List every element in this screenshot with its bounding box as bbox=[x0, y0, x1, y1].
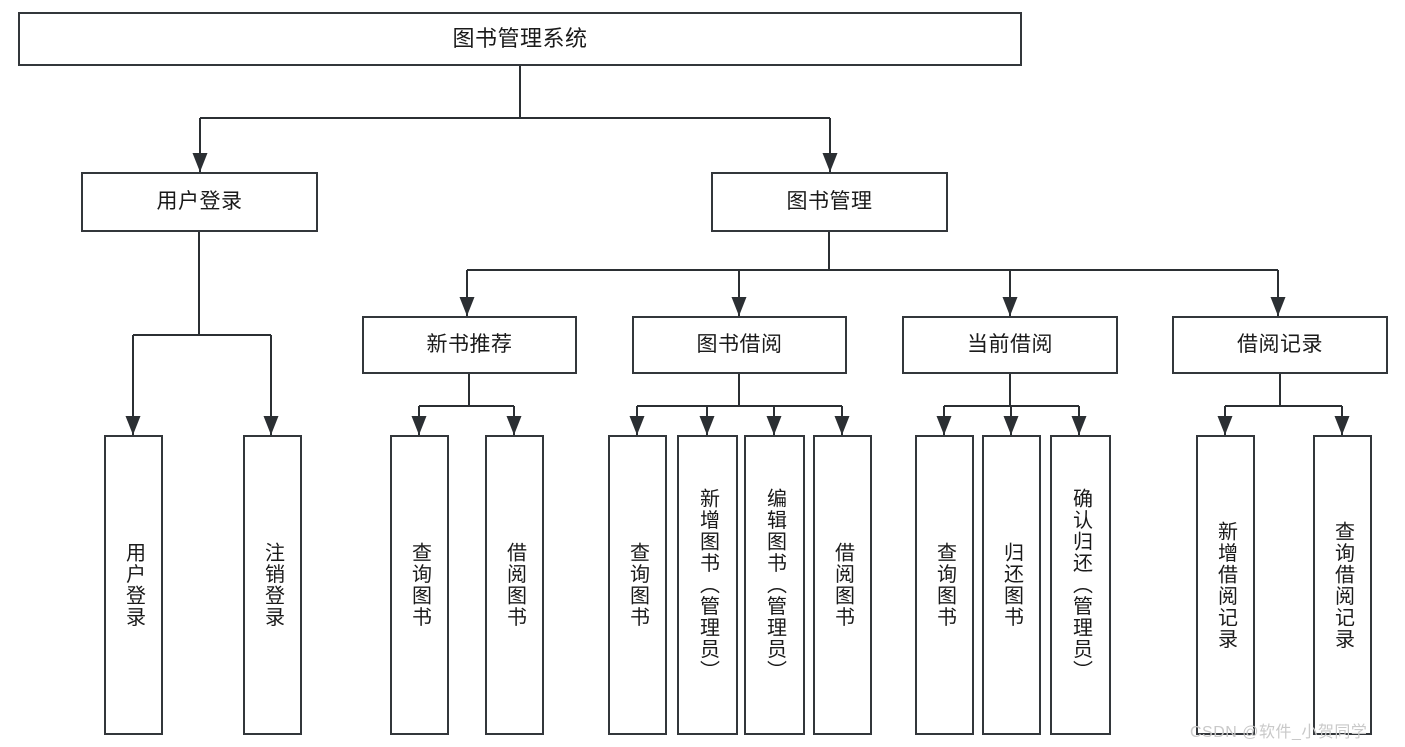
node-label: 新增借阅记录 bbox=[1214, 520, 1237, 650]
node-label: 归还图书 bbox=[1000, 542, 1023, 628]
node-label: 注销登录 bbox=[261, 542, 284, 628]
node-leaf-confirm-return[interactable]: 确认归还（管理员） bbox=[1050, 435, 1111, 735]
node-book-manage[interactable]: 图书管理 bbox=[711, 172, 948, 232]
node-label: 借阅记录 bbox=[1237, 333, 1323, 357]
node-label: 借阅图书 bbox=[831, 542, 854, 628]
node-label: 新增图书（管理员） bbox=[696, 488, 719, 682]
node-label: 图书管理 bbox=[786, 190, 873, 214]
watermark-text: CSDN @软件_小贺同学 bbox=[1190, 724, 1368, 741]
node-leaf-query-book-1[interactable]: 查询图书 bbox=[390, 435, 449, 735]
node-root[interactable]: 图书管理系统 bbox=[18, 12, 1022, 66]
node-leaf-edit-book[interactable]: 编辑图书（管理员） bbox=[744, 435, 805, 735]
node-leaf-query-book-2[interactable]: 查询图书 bbox=[608, 435, 667, 735]
node-label: 查询图书 bbox=[408, 542, 431, 628]
node-label: 查询借阅记录 bbox=[1331, 520, 1354, 650]
node-leaf-logout[interactable]: 注销登录 bbox=[243, 435, 302, 735]
node-label: 当前借阅 bbox=[967, 333, 1053, 357]
node-leaf-user-login[interactable]: 用户登录 bbox=[104, 435, 163, 735]
node-leaf-return-book[interactable]: 归还图书 bbox=[982, 435, 1041, 735]
node-leaf-borrow-book-1[interactable]: 借阅图书 bbox=[485, 435, 544, 735]
node-leaf-add-book[interactable]: 新增图书（管理员） bbox=[677, 435, 738, 735]
node-label: 用户登录 bbox=[122, 542, 145, 628]
node-label: 借阅图书 bbox=[503, 542, 526, 628]
node-new-book-rec[interactable]: 新书推荐 bbox=[362, 316, 577, 374]
node-label: 查询图书 bbox=[626, 542, 649, 628]
node-book-borrow[interactable]: 图书借阅 bbox=[632, 316, 847, 374]
node-current-borrow[interactable]: 当前借阅 bbox=[902, 316, 1118, 374]
node-label: 图书借阅 bbox=[696, 333, 783, 357]
node-user-login[interactable]: 用户登录 bbox=[81, 172, 318, 232]
node-leaf-query-book-3[interactable]: 查询图书 bbox=[915, 435, 974, 735]
node-leaf-add-record[interactable]: 新增借阅记录 bbox=[1196, 435, 1255, 735]
node-leaf-borrow-book-2[interactable]: 借阅图书 bbox=[813, 435, 872, 735]
node-label: 图书管理系统 bbox=[452, 25, 588, 51]
node-leaf-query-record[interactable]: 查询借阅记录 bbox=[1313, 435, 1372, 735]
node-label: 新书推荐 bbox=[426, 333, 513, 357]
node-borrow-record[interactable]: 借阅记录 bbox=[1172, 316, 1388, 374]
node-label: 用户登录 bbox=[156, 190, 243, 214]
node-label: 确认归还（管理员） bbox=[1069, 488, 1092, 682]
node-label: 编辑图书（管理员） bbox=[763, 488, 786, 682]
node-label: 查询图书 bbox=[933, 542, 956, 628]
